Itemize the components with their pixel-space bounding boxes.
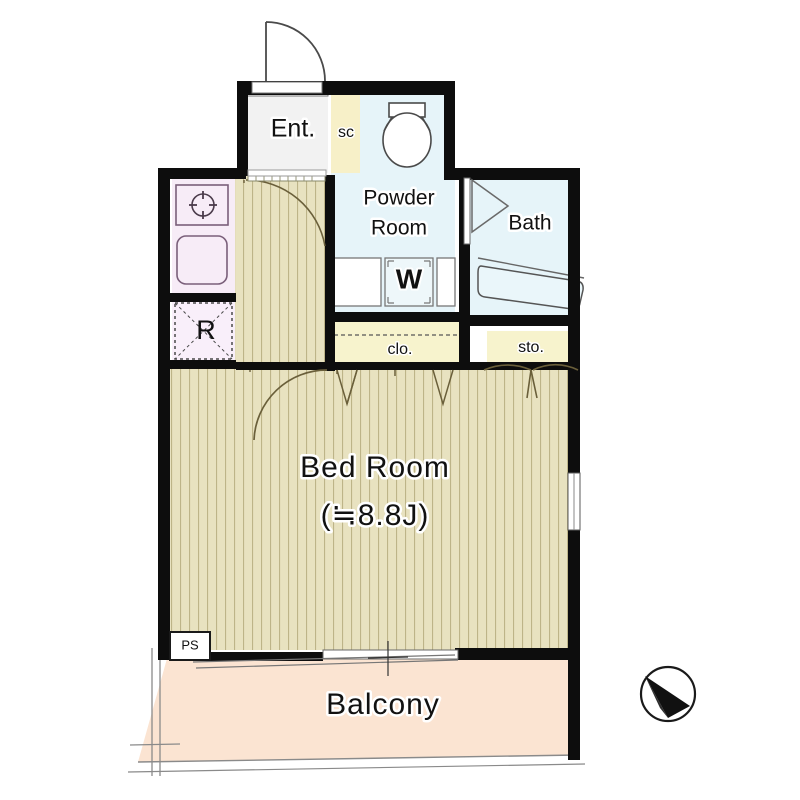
corridor-floor	[235, 175, 335, 371]
balcony-label: Balcony	[326, 688, 440, 721]
kitchen-area	[172, 178, 235, 293]
closet-label: clo.	[388, 341, 413, 358]
closet-folding-doors	[336, 369, 454, 407]
refrigerator-label: R	[196, 315, 216, 345]
storage-folding-door	[483, 363, 579, 399]
bedroom-door-swing	[249, 369, 328, 441]
closet-area	[331, 321, 468, 366]
bedroom-window	[567, 472, 581, 531]
shoe-closet-label: sc	[338, 124, 354, 141]
storage-label: sto.	[518, 339, 544, 356]
bedroom-area-label: (≒8.8J)	[321, 499, 430, 532]
entrance-door-swing	[265, 21, 326, 82]
bedroom-floor	[168, 368, 580, 650]
washer-box	[384, 257, 434, 307]
kitchen-sink-icon	[176, 235, 228, 285]
powder-room-area	[331, 95, 456, 315]
compass-north-icon	[639, 665, 697, 723]
powder-room-label-line1: Powder	[363, 187, 434, 210]
balcony-region	[127, 648, 586, 776]
powder-room-label-line2: Room	[371, 217, 427, 240]
stove-burner-icon	[189, 191, 217, 219]
storage-area	[487, 331, 580, 366]
bedroom-label: Bed Room	[300, 451, 450, 484]
entrance-step	[247, 169, 327, 177]
toilet-icon	[382, 102, 432, 168]
washer-label: W	[396, 263, 423, 294]
refrigerator-space	[172, 300, 235, 362]
bath-area	[470, 180, 585, 315]
pipe-shaft-box	[169, 631, 211, 661]
bath-label: Bath	[508, 212, 551, 235]
bath-folding-door	[463, 177, 510, 245]
balcony-sliding-door	[192, 641, 459, 676]
pipe-shaft-label: PS	[181, 637, 199, 652]
entrance-label: Ent.	[271, 115, 315, 143]
vanity-sink-icon	[332, 257, 382, 307]
walls	[158, 81, 580, 760]
